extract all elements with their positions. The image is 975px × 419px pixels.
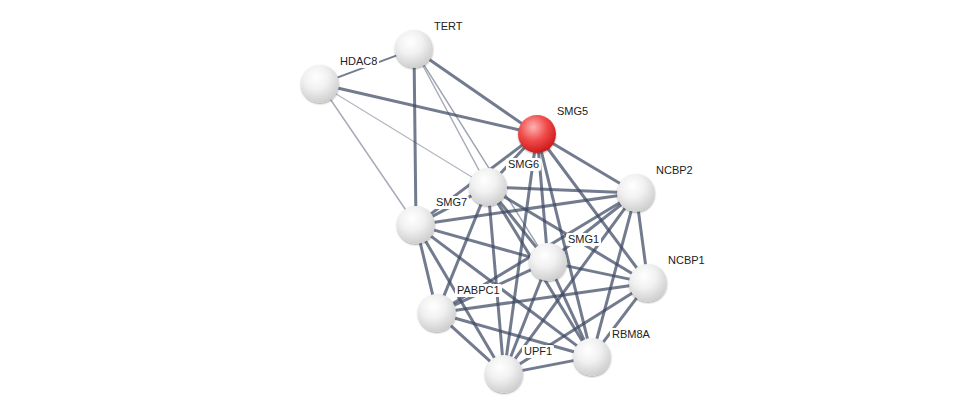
interaction-edge [639,212,646,264]
protein-node: SMG5 [518,115,556,153]
node-label: HDAC8 [338,55,379,68]
node-label: TERT [432,20,465,33]
interaction-edge [507,188,617,192]
node-label: SMG7 [434,196,469,209]
interaction-edge [553,144,619,184]
node-label: NCBP2 [654,164,695,177]
interaction-edge [455,318,573,352]
protein-node: SMG1 [529,243,567,281]
interaction-edge [424,65,538,246]
interaction-edge [339,88,519,129]
interaction-edge [338,56,396,78]
node-label: UPF1 [522,345,554,358]
interaction-edge [523,361,574,371]
node-label: NCBP1 [666,254,707,267]
protein-node: PABPC1 [418,294,456,332]
protein-node: SMG7 [397,206,435,244]
interaction-edge [451,326,490,361]
interaction-edge [433,196,471,216]
node-label: PABPC1 [455,284,502,297]
interaction-edge [434,230,529,257]
protein-node: RBM8A [573,338,611,376]
protein-node: UPF1 [485,355,523,393]
protein-node: SMG6 [469,168,507,206]
interaction-edge [431,145,522,213]
protein-node: TERT [395,30,433,68]
interaction-edge [498,203,582,341]
protein-node: NCBP2 [617,174,655,212]
interaction-edge [414,68,416,206]
node-label: SMG1 [566,233,601,246]
interaction-edge [331,100,406,210]
node-label: SMG5 [555,105,590,118]
protein-node: HDAC8 [301,65,339,103]
interaction-edge [567,266,630,279]
node-label: SMG6 [506,158,541,171]
interaction-edge [336,94,472,177]
protein-node: NCBP1 [629,264,667,302]
node-label: RBM8A [610,328,652,341]
interaction-edge [435,196,617,223]
